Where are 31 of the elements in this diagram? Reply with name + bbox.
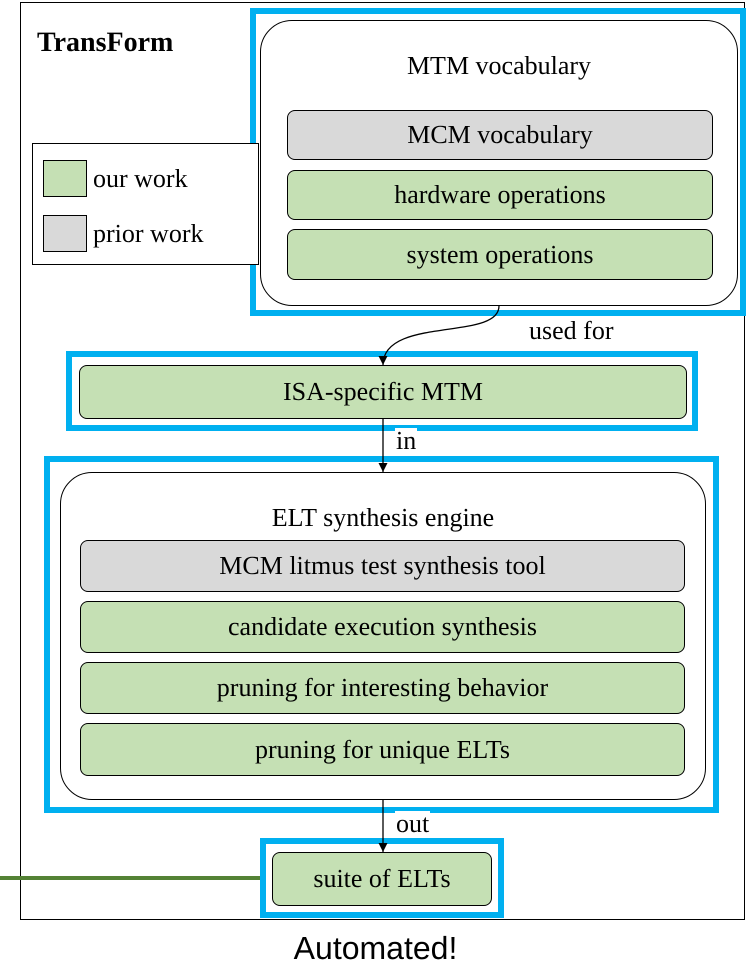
highlight-box <box>260 838 504 918</box>
arrow <box>378 419 388 472</box>
step-label: MCM vocabulary <box>407 122 593 148</box>
step-label: hardware operations <box>394 182 606 208</box>
step-box <box>80 601 685 653</box>
step-box <box>287 229 713 280</box>
step-box <box>80 723 685 776</box>
step-label: candidate execution synthesis <box>228 614 538 640</box>
step-label: ISA-specific MTM <box>282 379 483 405</box>
connector-line <box>0 876 260 880</box>
highlight-box <box>66 351 698 431</box>
title-text: TransForm <box>37 29 174 57</box>
step-label: pruning for interesting behavior <box>216 675 548 701</box>
step-box <box>79 365 687 419</box>
legend-label: prior work <box>93 220 204 246</box>
arrow <box>378 800 388 852</box>
step-label: suite of ELTs <box>313 866 451 892</box>
step-box <box>287 170 713 220</box>
caption-text: Automated! <box>292 932 458 964</box>
step-box <box>80 662 685 714</box>
legend-label: our work <box>93 166 188 192</box>
step-box <box>272 852 492 906</box>
frame-box <box>20 2 745 920</box>
step-box <box>80 540 685 592</box>
module-title: MTM vocabulary <box>406 53 592 79</box>
arrow <box>380 306 500 366</box>
step-box <box>287 110 713 160</box>
step-label: MCM litmus test synthesis tool <box>219 553 546 579</box>
step-label: pruning for unique ELTs <box>254 736 510 762</box>
module-title: ELT synthesis engine <box>270 505 496 531</box>
step-label: system operations <box>406 242 594 268</box>
